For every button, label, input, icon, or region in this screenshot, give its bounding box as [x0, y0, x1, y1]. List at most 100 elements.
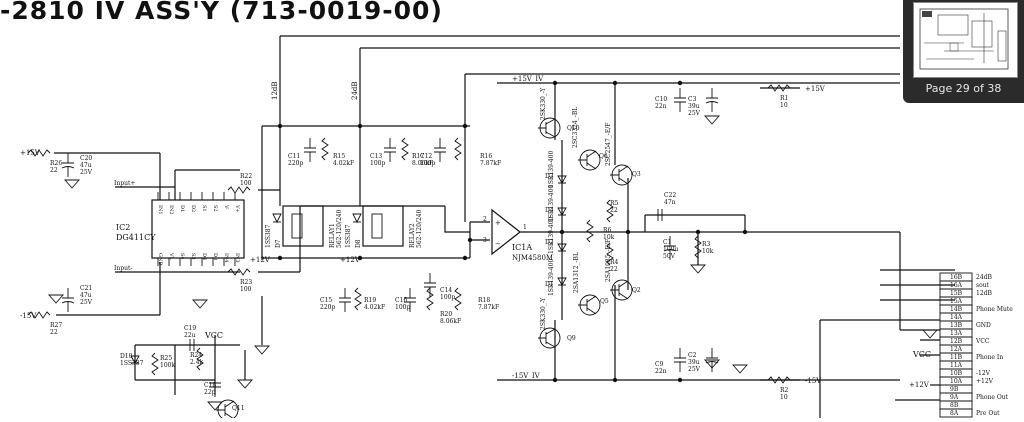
label-r2-1: 10 — [780, 394, 788, 401]
capacitor-c12 — [434, 138, 446, 162]
label-c9-0: C9 — [655, 361, 664, 368]
ic2-pin-label-s4: S4 — [179, 253, 185, 260]
diode-d2 — [557, 243, 567, 252]
label-r27-0: R27 — [50, 322, 62, 329]
label-c22-0: C22 — [664, 192, 676, 199]
junctions — [277, 80, 748, 383]
label-c2-2: 25V — [688, 366, 701, 373]
label-c20-2: 25V — [80, 169, 93, 176]
label-r1-0: R1 — [780, 95, 788, 102]
ground-symbol-10 — [207, 401, 223, 411]
label-c13-1: 100p — [370, 160, 385, 167]
ic2-pin-label-in1: IN1 — [157, 205, 163, 215]
connector-pin-id-14a: 14A — [950, 314, 963, 321]
connector-pin-label-12b: VCC — [975, 338, 990, 345]
label-r23-0: R23 — [240, 279, 252, 286]
label-c21-2: 25V — [80, 299, 93, 306]
resistor-r16 — [454, 137, 462, 161]
label-c1-0: C1 — [663, 239, 671, 246]
grounds — [48, 115, 938, 411]
label-r26-1: 22 — [50, 167, 58, 174]
resistor-r20 — [426, 287, 434, 311]
label-c11-0: C11 — [288, 153, 300, 160]
ic1a-pin-a: 2 — [483, 216, 487, 223]
label-c19-0: C19 — [184, 325, 196, 332]
connector-pin-label-14b: Phone Mute — [976, 306, 1013, 313]
label-r22-0: R22 — [240, 173, 252, 180]
label-c12-1: 100p — [420, 160, 435, 167]
label-c15-1: 220p — [320, 304, 335, 311]
signal-input-minus: Input- — [114, 265, 132, 272]
resistor-r24 — [196, 347, 204, 371]
relay2-diode-ref: D8 — [355, 239, 362, 248]
label-c21-1: 47u — [80, 292, 92, 299]
ic2-pin-label-vl: VL — [168, 252, 174, 261]
label-r3-1: 10k — [702, 248, 714, 255]
page-navigator[interactable]: Page 29 of 38 — [903, 0, 1024, 103]
transistor-q6 — [578, 149, 601, 171]
resistor-r25 — [151, 352, 159, 376]
label-d4-part: 1SR139-400 — [548, 184, 555, 222]
capacitor-c15 — [339, 288, 351, 312]
connector-pin-label-8a: Pre Out — [976, 410, 1000, 417]
schematic-title: -2810 IV ASS'Y (713-0019-00) — [0, 0, 443, 25]
label-r2-0: R2 — [780, 387, 789, 394]
label-c14-1: 100p — [440, 294, 455, 301]
resistor-r27 — [27, 311, 51, 319]
connector-pin-id-9a: 9A — [950, 394, 959, 401]
capacitor-c11 — [304, 138, 316, 162]
capacitor-c22 — [648, 209, 672, 221]
transistor-q10 — [538, 117, 561, 139]
label-d3-part: 1SR139-400 — [548, 150, 555, 188]
ic2-pin-label-d1: D1 — [179, 205, 185, 212]
page-thumbnail[interactable] — [913, 2, 1018, 78]
ground-symbol-4 — [254, 345, 270, 355]
label-d10-0: D10 — [120, 353, 133, 360]
resistors — [27, 84, 791, 384]
ground-symbol-6 — [704, 359, 720, 369]
transistor-q5 — [578, 294, 601, 316]
capacitor-c3 — [705, 88, 719, 112]
label-q2-0: Q2 — [632, 287, 641, 294]
resistor-r17 — [401, 137, 409, 161]
relay1-diode-ref: D7 — [275, 239, 282, 248]
label-c12-0: C12 — [420, 153, 432, 160]
label-r5-1: 22 — [610, 207, 618, 214]
label-c9-1: 22n — [655, 368, 667, 375]
rail-pos12v-1: +12V — [250, 256, 271, 264]
label-r25-0: R25 — [160, 355, 172, 362]
resistor-r22 — [227, 186, 251, 194]
capacitor-c10 — [674, 88, 686, 112]
ic1a-ref: IC1A — [512, 243, 532, 252]
label-r25-1: 100k — [160, 362, 175, 369]
label-d3-0: D3 — [545, 173, 554, 180]
label-q2-part: 2SA1085_-E/F — [605, 239, 612, 282]
label-q11-0: Q11 — [232, 405, 245, 412]
capacitor-c16 — [404, 288, 416, 312]
ic1a-part: NJM4580M — [512, 254, 553, 262]
label-r5-0: R5 — [610, 200, 619, 207]
label-c22-1: 47n — [664, 199, 676, 206]
capacitor-c9 — [674, 348, 686, 372]
connector-pin-id-14b: 14B — [950, 306, 963, 313]
label-r15-0: R15 — [333, 153, 345, 160]
svg-text:+: + — [495, 219, 501, 227]
relay1-diode: 1SS387 — [265, 224, 272, 248]
ic1a-pin-b: 3 — [483, 237, 487, 244]
label-d1-0: D1 — [545, 281, 554, 288]
label-q6-part: 2SC3324_-BL — [572, 107, 579, 148]
ground-symbol-1 — [64, 179, 80, 189]
connector-pin-id-11b: 11B — [950, 354, 963, 361]
label-r26-0: R26 — [50, 160, 62, 167]
signal-input-plus: Input+ — [114, 180, 135, 187]
label-c15-0: C15 — [320, 297, 332, 304]
connector-pin-id-8a: 8A — [950, 410, 959, 417]
label-r3-0: R3 — [702, 241, 711, 248]
transistor-q2 — [610, 279, 633, 301]
capacitors — [61, 88, 719, 397]
label-q5-part: 2SA1312_-BL — [573, 252, 580, 293]
relay2-diode: 1SS387 — [345, 224, 352, 248]
label-r27-1: 22 — [50, 329, 58, 336]
